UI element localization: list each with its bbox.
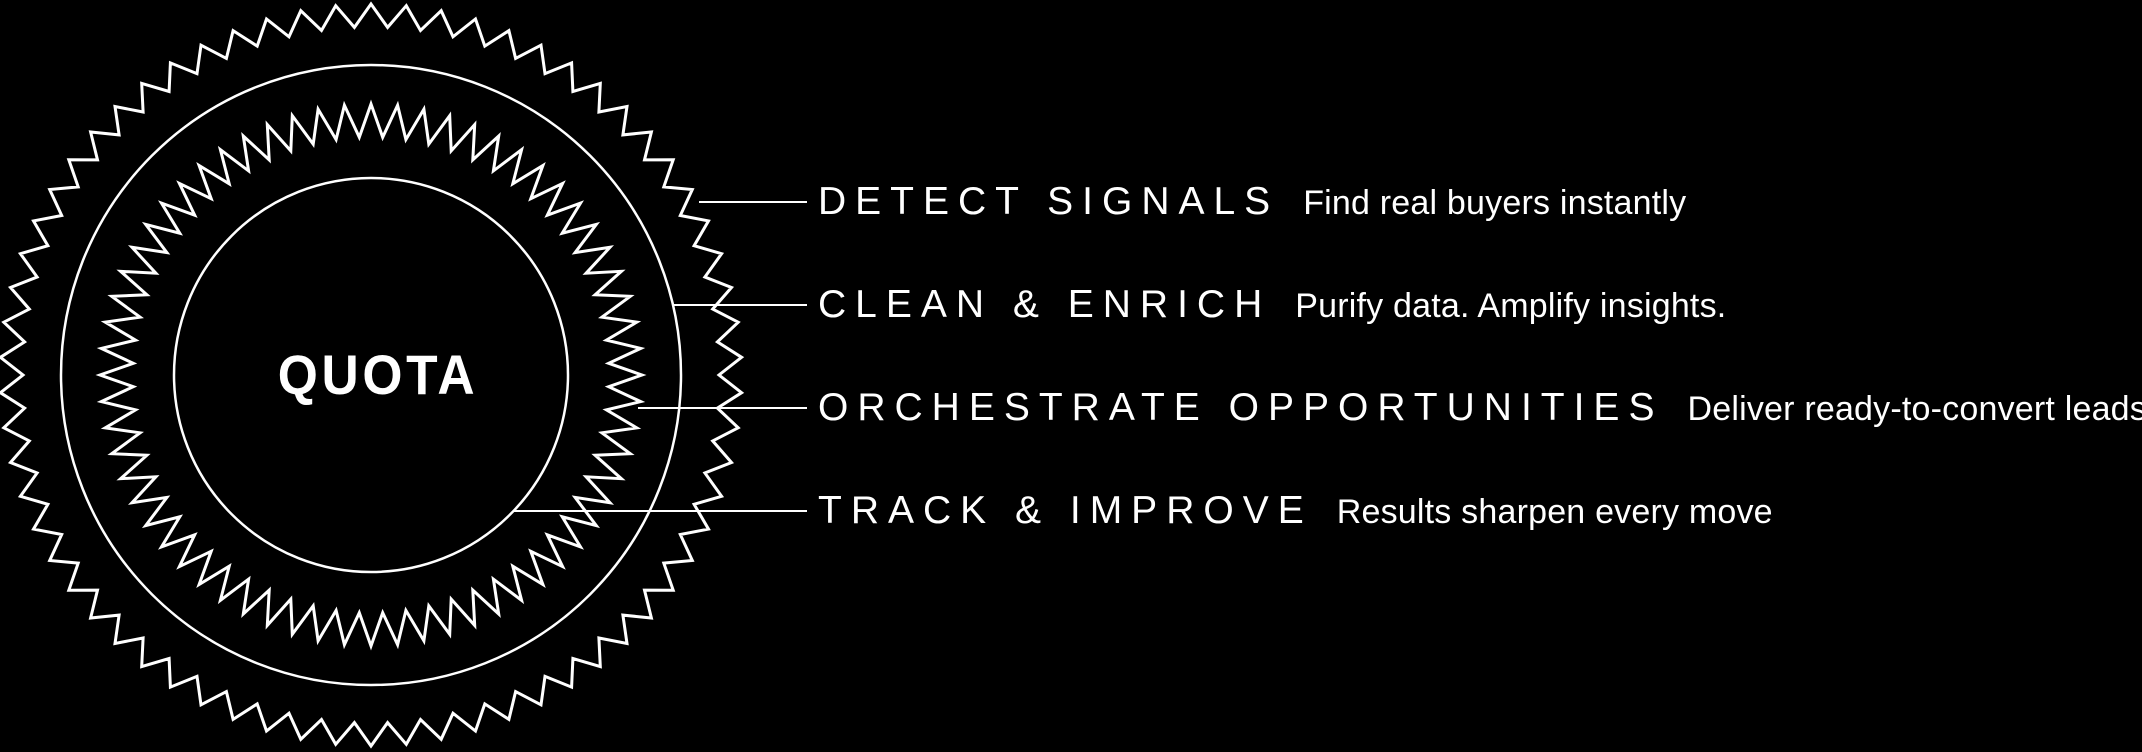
callout-title: ORCHESTRATE OPPORTUNITIES [818,386,1664,429]
callout-title: TRACK & IMPROVE [818,489,1313,532]
outer-zigzag-ring [0,1,745,749]
callout-detect-signals: DETECT SIGNALS Find real buyers instantl… [818,182,1686,221]
callout-track-improve: TRACK & IMPROVE Results sharpen every mo… [818,491,1773,530]
callout-title: DETECT SIGNALS [818,180,1280,223]
outer-circle-ring [59,63,683,687]
callout-description: Purify data. Amplify insights. [1295,287,1727,325]
callout-orchestrate-opportunities: ORCHESTRATE OPPORTUNITIES Deliver ready-… [818,388,2142,427]
callout-description: Deliver ready-to-convert leads [1687,390,2142,428]
quota-logo: QUOTA [277,343,479,406]
inner-zigzag-ring [95,99,647,651]
inner-circle-ring [172,176,570,574]
callout-description: Results sharpen every move [1336,493,1773,531]
callout-description: Find real buyers instantly [1303,184,1687,222]
callout-clean-enrich: CLEAN & ENRICH Purify data. Amplify insi… [818,285,1726,324]
callout-title: CLEAN & ENRICH [818,283,1272,326]
